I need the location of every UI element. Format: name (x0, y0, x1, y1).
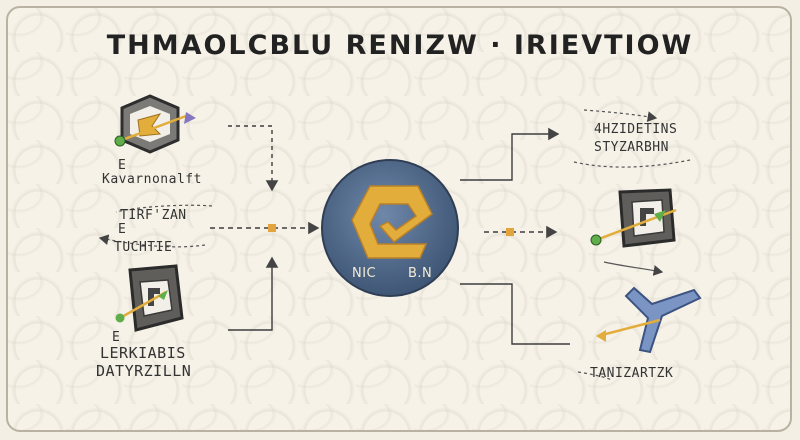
left-node-2-caption-1: E (112, 330, 121, 345)
gold-e-icon (351, 185, 433, 259)
right-connectors (460, 127, 570, 345)
center-node-right-label: B.N (408, 266, 433, 281)
right-node-2[interactable] (590, 188, 677, 248)
left-note-line-2: E (118, 222, 127, 237)
left-note-line-1: TIRF'ZAN (120, 208, 187, 223)
left-note-line-3: TUCHTIE (114, 240, 173, 255)
right-node-1-caption-1: 4HZIDETINS (594, 122, 678, 137)
right-junction (506, 228, 514, 236)
left-connectors (210, 125, 320, 331)
left-node-1[interactable] (114, 94, 196, 154)
y-shape-icon (624, 286, 702, 354)
center-node[interactable] (321, 159, 459, 297)
left-node-2-caption-2: LERKIABIS (100, 344, 186, 362)
left-node-1-caption-2: Kavarnonalft (102, 172, 202, 187)
left-note-arrows (98, 204, 213, 248)
right-annotation-arrows (573, 109, 691, 381)
left-junction (268, 224, 276, 232)
left-node-2[interactable] (115, 264, 184, 332)
right-node-1-caption-2: STYZARBHN (594, 140, 669, 155)
page-title: THMAOLCBLU RENIZW · IRIEVTIOW (106, 30, 694, 61)
right-node-3[interactable] (596, 286, 702, 354)
center-node-left-label: NIC (352, 266, 377, 281)
right-node-3-caption: TANIZARTZK (590, 366, 674, 381)
left-node-1-caption-1: E (118, 158, 127, 173)
left-node-2-caption-3: DATYRZILLN (96, 362, 192, 380)
